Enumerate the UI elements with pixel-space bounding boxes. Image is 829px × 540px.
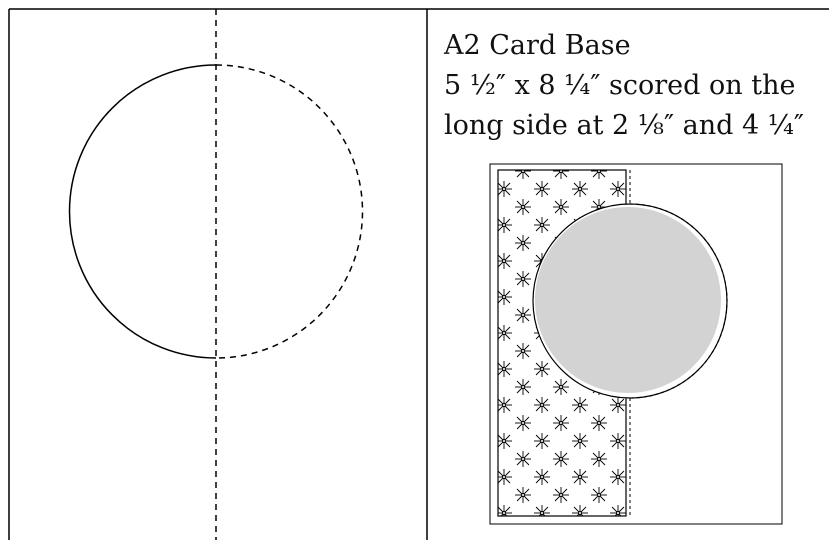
circle-mat-dashed-edge (629, 203, 728, 399)
circle-solid-half (68, 64, 217, 359)
caption-title: A2 Card Base (444, 30, 631, 61)
frame (8, 8, 829, 540)
card-instructions: A2 Card Base 5 ½″ x 8 ¼″ scored on the l… (444, 26, 824, 146)
caption-score-positions: long side at 2 ⅛″ and 4 ¼″ (444, 110, 804, 141)
card-preview (489, 163, 783, 525)
circle-dashed-half (215, 64, 364, 359)
circle-template (68, 9, 364, 540)
circle-inner-fill (535, 207, 721, 393)
caption-dimensions: 5 ½″ x 8 ¼″ scored on the (444, 70, 796, 101)
